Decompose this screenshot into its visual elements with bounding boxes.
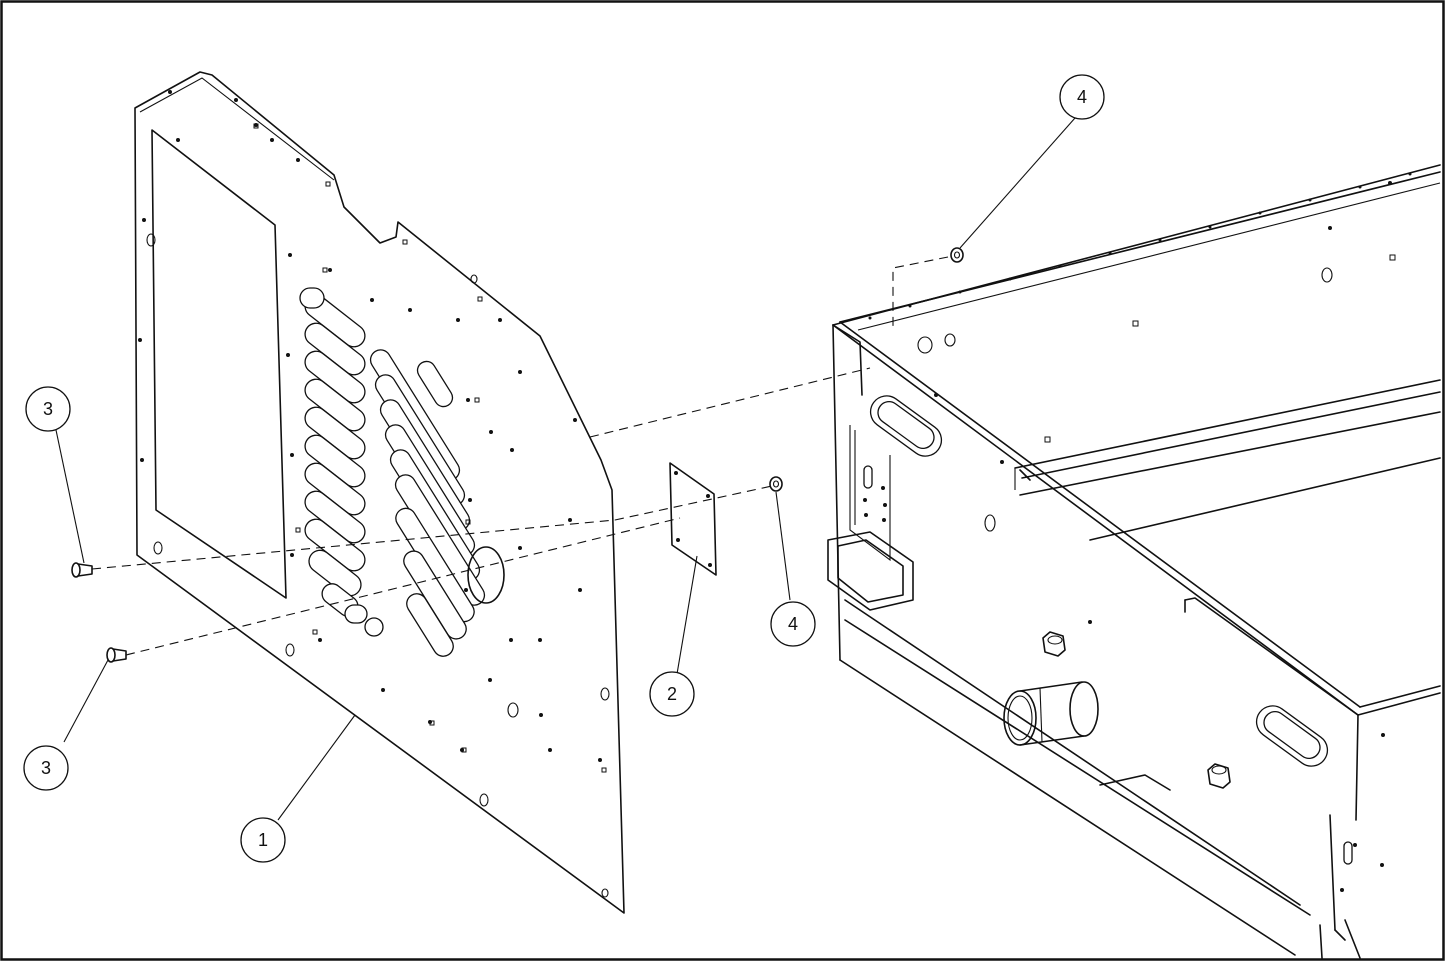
screw-lower [106, 647, 127, 663]
callout-3-upper-label: 3 [43, 399, 53, 419]
callout-4-upper: 4 [1059, 74, 1105, 120]
assembly-lines [91, 256, 949, 656]
nut-lower [769, 476, 783, 492]
hex-fitting-upper [1042, 631, 1066, 657]
callout-3-lower: 3 [23, 745, 69, 791]
panel-holes [138, 90, 610, 898]
nut-upper [950, 247, 964, 263]
callout-3-upper: 3 [25, 386, 71, 432]
vent-slots [299, 287, 486, 657]
callout-1-label: 1 [258, 830, 268, 850]
callout-2: 2 [649, 671, 695, 717]
callout-3-lower-label: 3 [41, 758, 51, 778]
side-panel-part [134, 71, 625, 914]
cylinder-part [1003, 681, 1099, 746]
leader-lines [55, 117, 1076, 821]
callout-2-label: 2 [667, 684, 677, 704]
cover-plate-part [669, 462, 717, 576]
callout-4-lower: 4 [770, 601, 816, 647]
hex-fitting-lower [1207, 763, 1231, 789]
screw-upper [71, 562, 93, 578]
chassis-frame [827, 164, 1441, 959]
callout-4-upper-label: 4 [1077, 87, 1087, 107]
callout-4-lower-label: 4 [788, 614, 798, 634]
callout-1: 1 [240, 817, 286, 863]
round-hole [467, 546, 505, 604]
